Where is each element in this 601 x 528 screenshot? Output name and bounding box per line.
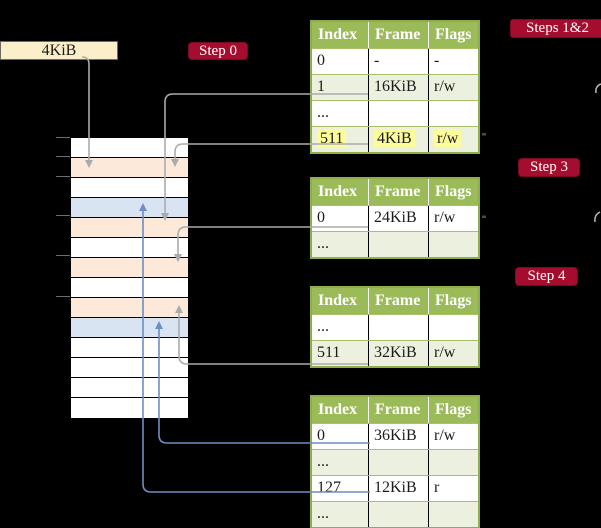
memory-frame <box>71 278 188 298</box>
table-header-row: Index Frame Flags <box>312 397 478 423</box>
column-header: Index <box>318 26 358 43</box>
cell-value: 0 <box>317 209 325 226</box>
memory-frame <box>71 198 188 218</box>
memory-frame <box>71 338 188 358</box>
step4-badge: Step 4 <box>515 267 578 286</box>
memory-frame <box>71 318 188 338</box>
cell-value: ... <box>317 235 329 252</box>
ruler-tick <box>56 176 70 177</box>
column-header: Frame <box>368 288 428 314</box>
cell-value: ... <box>317 505 329 522</box>
ruler-tick <box>56 137 70 138</box>
cell-value: 511 <box>317 130 347 147</box>
column-header: Index <box>318 292 358 309</box>
cell-value: 0 <box>317 52 325 69</box>
cell-value: 0 <box>317 427 325 444</box>
table-row: ... <box>312 449 478 475</box>
column-header: Frame <box>368 22 428 48</box>
ruler-tick <box>56 215 70 216</box>
table-header-row: Index Frame Flags <box>312 22 478 48</box>
step3-badge: Step 3 <box>518 158 580 177</box>
cell-value: ... <box>317 318 329 335</box>
table-row: 511 32KiB r/w <box>312 340 478 366</box>
column-header: Index <box>318 183 358 200</box>
column-header: Flags <box>428 397 478 423</box>
cell-value: 32KiB <box>374 344 417 361</box>
table-row-highlighted: 511 4KiB r/w <box>312 126 478 152</box>
memory-column <box>70 137 189 419</box>
cell-value: ... <box>317 104 329 121</box>
memory-frame <box>71 298 188 318</box>
column-header: Index <box>318 401 358 418</box>
column-header: Flags <box>428 288 478 314</box>
column-header: Frame <box>368 179 428 205</box>
cell-value: r/w <box>434 209 456 226</box>
ruler-tick <box>56 156 70 157</box>
table-header-row: Index Frame Flags <box>312 179 478 205</box>
column-header: Flags <box>428 22 478 48</box>
table-row: ... <box>312 314 478 340</box>
page-table-step4: Index Frame Flags ... 511 32KiB r/w <box>310 286 480 368</box>
table-row: ... <box>312 100 478 126</box>
column-header: Frame <box>368 397 428 423</box>
cell-value: r/w <box>434 344 456 361</box>
column-header: Flags <box>428 179 478 205</box>
table-row: ... <box>312 231 478 257</box>
cell-value: 1 <box>317 78 325 95</box>
cell-value: 4KiB <box>374 130 415 147</box>
cell-value: 12KiB <box>374 479 417 496</box>
page-size-box: 4KiB <box>0 41 118 60</box>
cell-value: ... <box>317 453 329 470</box>
table-row: 0 36KiB r/w <box>312 423 478 449</box>
cell-value: 24KiB <box>374 209 417 226</box>
edge-marks <box>482 83 601 223</box>
cell-value: r/w <box>434 427 456 444</box>
step0-badge: Step 0 <box>188 42 248 60</box>
cell-value: r <box>434 479 440 496</box>
ruler-tick <box>56 255 70 256</box>
steps12-badge: Steps 1&2 <box>510 19 601 38</box>
cell-value: 16KiB <box>374 78 417 95</box>
table-row: 0 24KiB r/w <box>312 205 478 231</box>
memory-frame <box>71 138 188 158</box>
cell-value: 511 <box>317 344 341 361</box>
cell-value: r/w <box>434 78 456 95</box>
memory-frame <box>71 218 188 238</box>
ruler-tick <box>56 296 70 297</box>
table-header-row: Index Frame Flags <box>312 288 478 314</box>
cell-value: 36KiB <box>374 427 417 444</box>
cell-value: 127 <box>317 479 341 496</box>
memory-frame <box>71 258 188 278</box>
table-row: ... <box>312 501 478 527</box>
memory-frame <box>71 358 188 378</box>
cell-value: - <box>374 52 380 69</box>
page-table-final: Index Frame Flags 0 36KiB r/w ... 127 12… <box>310 395 480 528</box>
page-table-step0: Index Frame Flags 0 - - 1 16KiB r/w ... … <box>310 20 480 154</box>
memory-frame <box>71 178 188 198</box>
page-size-label: 4KiB <box>41 42 77 59</box>
table-row: 127 12KiB r <box>312 475 478 501</box>
table-row: 1 16KiB r/w <box>312 74 478 100</box>
memory-frame <box>71 158 188 178</box>
memory-frame <box>71 398 188 418</box>
memory-frame <box>71 238 188 258</box>
memory-frame <box>71 378 188 398</box>
cell-value: r/w <box>434 130 462 147</box>
cell-value: - <box>434 52 440 69</box>
table-row: 0 - - <box>312 48 478 74</box>
page-table-step3: Index Frame Flags 0 24KiB r/w ... <box>310 177 480 259</box>
